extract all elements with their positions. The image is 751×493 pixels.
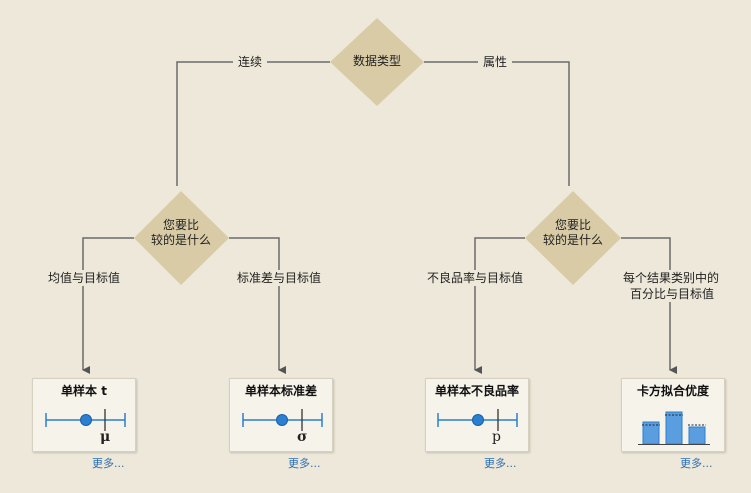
decision-left-line2: 较的是什么 <box>150 233 211 247</box>
card-symbol: μ <box>100 429 111 445</box>
card-one-proportion[interactable]: 单样本不良品率 p <box>425 378 529 452</box>
dot-on-line-icon <box>242 409 323 431</box>
card-symbol: σ <box>297 429 308 445</box>
card-title: 单样本 t <box>61 384 107 398</box>
card-title: 单样本不良品率 <box>434 384 519 398</box>
more-link-one-proportion[interactable]: 更多... <box>484 457 517 470</box>
more-link-one-sample-t[interactable]: 更多... <box>92 457 125 470</box>
more-link-chi-square[interactable]: 更多... <box>680 457 713 470</box>
dot-on-line-icon <box>45 409 126 431</box>
decision-right-line1: 您要比 <box>554 218 591 232</box>
edge-label-stdev: 标准差与目标值 <box>232 270 327 286</box>
connector-root-right <box>424 61 570 186</box>
card-title: 单样本标准差 <box>244 384 317 398</box>
branch-label-attribute: 属性 <box>478 54 513 70</box>
decision-left-line1: 您要比 <box>162 218 199 232</box>
edge-label-defect-rate: 不良品率与目标值 <box>422 270 529 286</box>
branch-label-continuous: 连续 <box>233 54 268 70</box>
connector-left-stdev <box>229 237 286 374</box>
card-one-sample-t[interactable]: 单样本 t μ <box>32 378 136 452</box>
more-link-one-sample-stdev[interactable]: 更多... <box>288 457 321 470</box>
card-symbol: p <box>492 429 501 445</box>
connector-right-chisq <box>621 237 677 374</box>
root-diamond-label: 数据类型 <box>352 54 401 68</box>
card-one-sample-stdev[interactable]: 单样本标准差 σ <box>229 378 333 452</box>
bar-chart-icon <box>638 411 710 445</box>
root-diamond <box>330 18 424 106</box>
connector-root-left <box>176 61 330 186</box>
decision-right-line2: 较的是什么 <box>542 233 603 247</box>
connector-left-mean <box>82 237 134 374</box>
decision-diamond-right <box>525 191 621 285</box>
card-chi-square-goodness-of-fit[interactable]: 卡方拟合优度 <box>621 378 725 452</box>
edge-label-mean: 均值与目标值 <box>43 270 126 286</box>
connector-right-defect <box>474 237 525 374</box>
dot-on-line-icon <box>437 409 518 431</box>
edge-label-pct-line2: 百分比与目标值 <box>625 286 720 302</box>
edge-label-pct-line1: 每个结果类别中的 <box>618 270 725 286</box>
decision-diamond-left <box>134 191 229 285</box>
card-title: 卡方拟合优度 <box>636 384 709 398</box>
